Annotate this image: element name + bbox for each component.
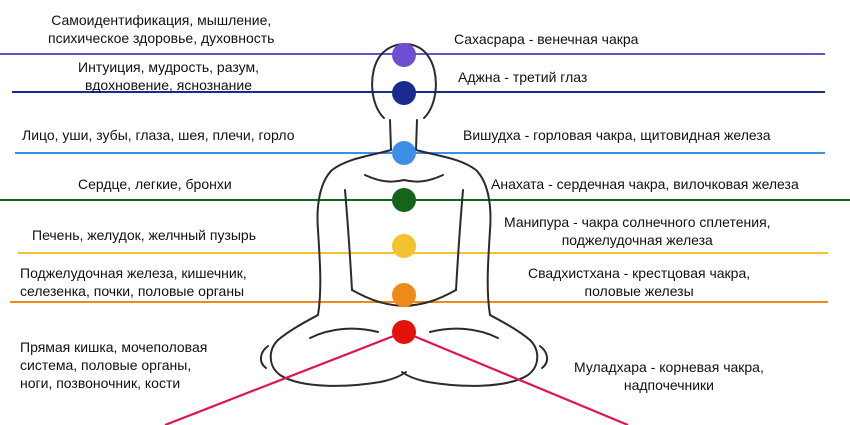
root-chakra-label: Муладхара - корневая чакра, надпочечники [574, 359, 764, 393]
throat-organs-label: Лицо, уши, зубы, глаза, шея, плечи, горл… [22, 127, 295, 143]
heart-chakra-dot [392, 188, 416, 212]
body-outline [260, 43, 548, 387]
crown-organs-label: Самоидентификация, мышление, психическое… [48, 12, 275, 46]
root-line-left [164, 330, 405, 425]
third-eye-chakra-dot [392, 81, 416, 105]
sacral-chakra-dot [392, 283, 416, 307]
throat-chakra-label: Вишудха - горловая чакра, щитовидная жел… [463, 127, 771, 143]
solar-organs-label: Печень, желудок, желчный пузырь [32, 227, 257, 243]
third-eye-chakra-label: Аджна - третий глаз [458, 69, 588, 85]
crown-chakra-dot [392, 43, 416, 67]
root-organs-label: Прямая кишка, мочеполовая система, полов… [20, 339, 208, 391]
heart-organs-label: Сердце, легкие, бронхи [78, 176, 232, 192]
throat-chakra-dot [392, 141, 416, 165]
crown-chakra-label: Сахасрара - венечная чакра [454, 31, 639, 47]
root-chakra-dot [392, 320, 416, 344]
sacral-chakra-label: Свадхистхана - крестцовая чакра, половые… [528, 265, 751, 299]
solar-chakra-dot [392, 234, 416, 258]
heart-chakra-label: Анахата - сердечная чакра, вилочковая же… [491, 176, 799, 192]
root-line-right [403, 330, 629, 425]
sacral-organs-label: Поджелудочная железа, кишечник, селезенк… [20, 265, 247, 299]
third-eye-organs-label: Интуиция, мудрость, разум, вдохновение, … [78, 59, 259, 93]
solar-chakra-label: Манипура - чакра солнечного сплетения, п… [504, 214, 771, 248]
